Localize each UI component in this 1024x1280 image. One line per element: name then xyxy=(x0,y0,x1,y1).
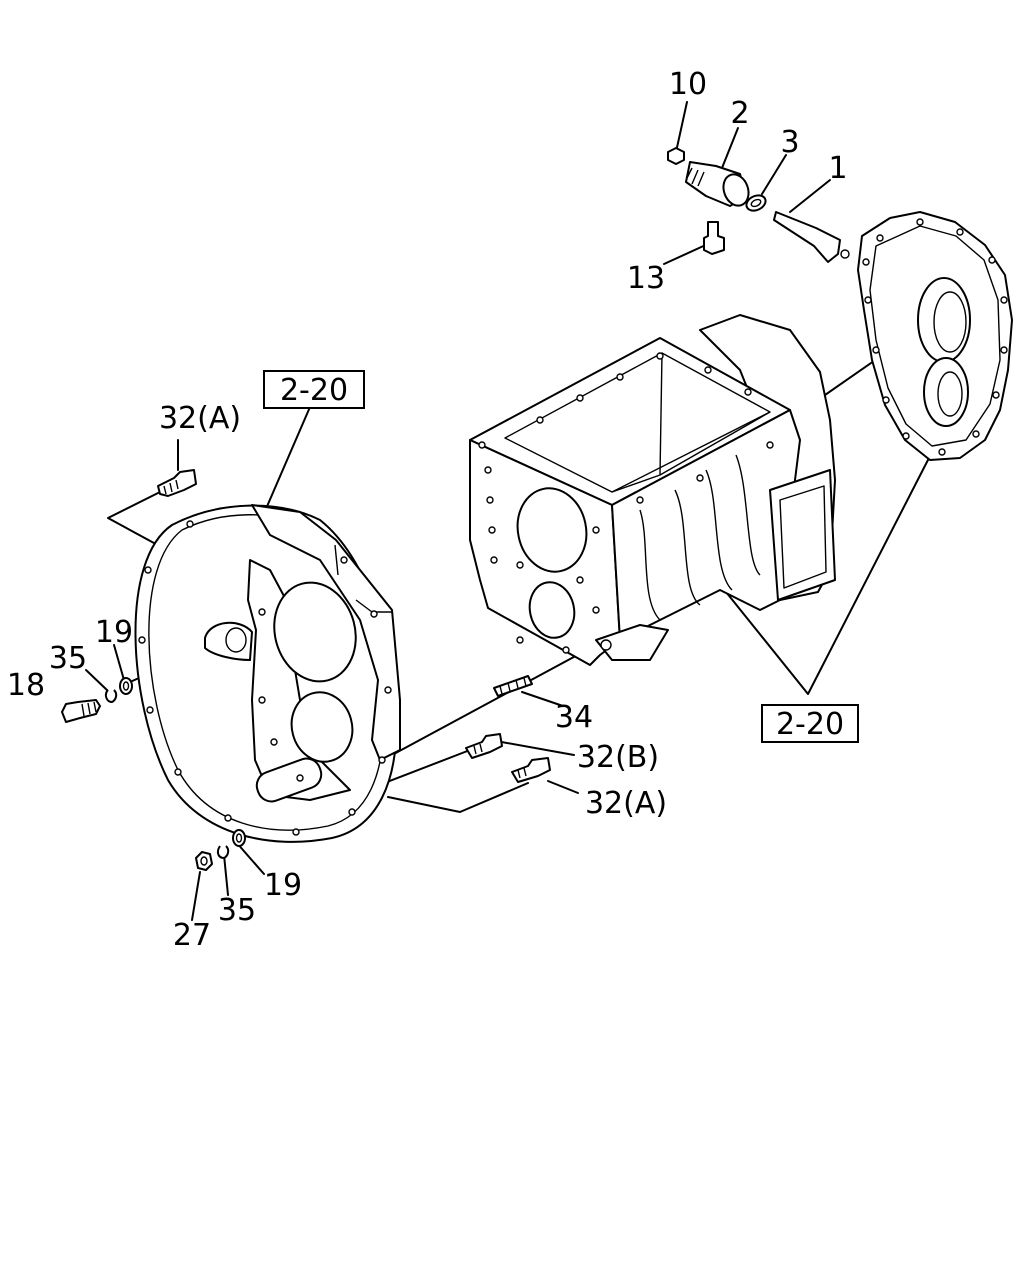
callout-2[interactable]: 2 xyxy=(730,96,749,131)
rim-bolt-holes xyxy=(138,520,392,836)
callout-labels: 10 2 3 1 13 32(A) 19 35 18 34 32(B) 32(A… xyxy=(7,67,848,953)
reference-box-right[interactable]: 2-20 xyxy=(761,704,859,743)
callout-18[interactable]: 18 xyxy=(7,668,45,703)
clutch-housing xyxy=(134,504,401,843)
callout-32b[interactable]: 32(B) xyxy=(577,740,659,775)
rear-cover xyxy=(857,211,1013,461)
cover-bolt-holes xyxy=(862,218,1008,456)
callout-35-upper[interactable]: 35 xyxy=(49,641,87,676)
callout-19-upper[interactable]: 19 xyxy=(95,615,133,650)
reference-box-left[interactable]: 2-20 xyxy=(263,370,365,409)
transmission-case xyxy=(469,314,836,666)
callout-34[interactable]: 34 xyxy=(555,700,593,735)
reference-label: 2-20 xyxy=(280,373,348,408)
callout-35-lower[interactable]: 35 xyxy=(218,893,256,928)
callout-10[interactable]: 10 xyxy=(669,67,707,102)
callout-27[interactable]: 27 xyxy=(173,918,211,953)
callout-19-lower[interactable]: 19 xyxy=(264,868,302,903)
callout-32a-lower[interactable]: 32(A) xyxy=(585,786,667,821)
callout-3[interactable]: 3 xyxy=(780,125,799,160)
callout-1[interactable]: 1 xyxy=(828,151,847,186)
callout-13[interactable]: 13 xyxy=(627,261,665,296)
sensor-assembly xyxy=(667,147,850,263)
callout-32a-upper[interactable]: 32(A) xyxy=(159,401,241,436)
case-bolt-holes xyxy=(478,352,774,654)
fasteners xyxy=(61,469,551,871)
reference-label: 2-20 xyxy=(776,707,844,742)
